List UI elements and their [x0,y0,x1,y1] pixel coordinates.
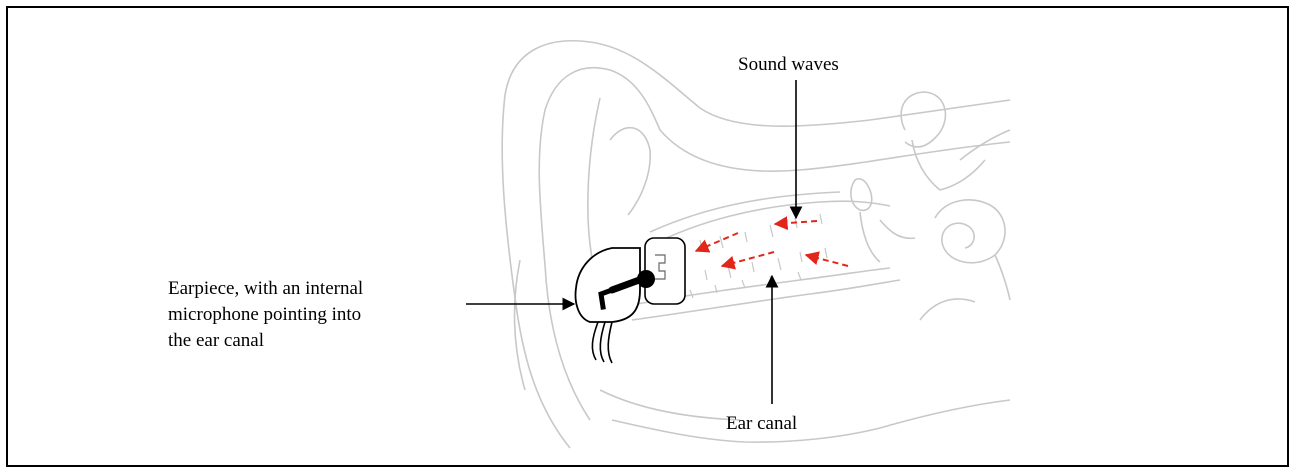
earpiece-label-line: microphone pointing into [168,302,468,328]
earpiece-label-line: Earpiece, with an internal [168,276,468,302]
sound-wave-arrow [722,252,774,266]
earpiece-icon [576,238,685,363]
ear-canal-label: Ear canal [726,411,797,437]
inner-ear-outline [851,92,1010,320]
earpiece-label: Earpiece, with an internal microphone po… [168,276,468,354]
sound-wave-arrow [696,233,738,251]
sound-wave-arrows [696,221,848,266]
earpiece-label-line: the ear canal [168,328,468,354]
sound-waves-label: Sound waves [738,52,839,78]
outer-ear-outline [502,41,1010,448]
